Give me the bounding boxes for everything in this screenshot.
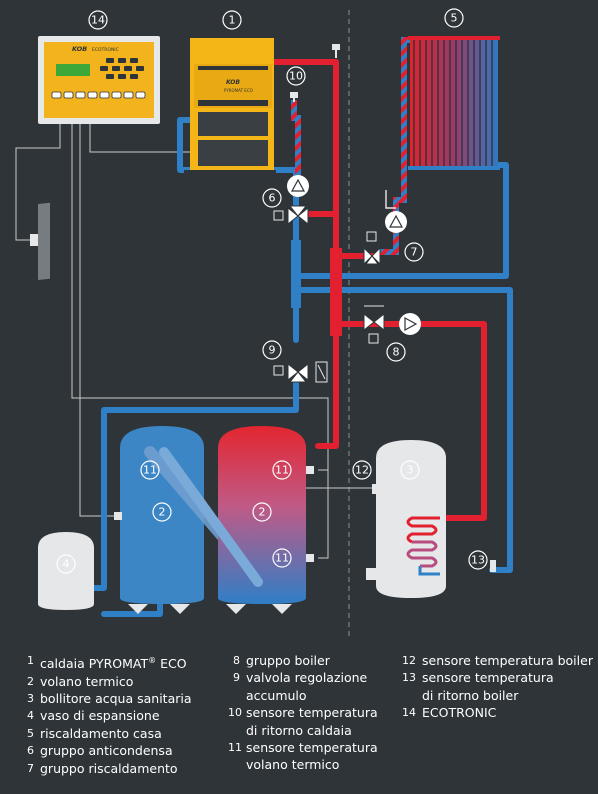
controller-brand: KOB [72,45,87,53]
boiler-pyromat: KOB PYROMAT ECO [184,38,276,176]
label-2a: 2 [152,502,172,522]
valve-6 [273,205,309,226]
svg-text:12: 12 [355,464,369,477]
label-9: 9 [262,340,282,360]
label-12: 12 [352,460,372,480]
tank-link-pipe [159,447,263,587]
label-2b: 2 [252,502,272,522]
label-11c: 11 [272,548,292,568]
expansion-vessel [38,532,94,610]
radiator-sensor [385,190,396,209]
controller-model: ECOTRONIC [92,47,119,53]
svg-text:11: 11 [275,464,289,477]
valve-8 [363,305,385,344]
label-6: 6 [262,188,282,208]
legend-item-1: 1 caldaia PYROMAT® ECO [27,654,187,672]
svg-text:10: 10 [289,70,303,83]
svg-text:8: 8 [393,346,400,359]
label-1: 1 [222,10,242,30]
wall-sensor [30,202,50,281]
label-10: 10 [286,66,306,86]
label-4: 4 [56,554,76,574]
label-8: 8 [386,342,406,362]
heating-system-diagram: KOB ECOTRONIC KOB PYROMAT ECO [15,8,513,636]
label-7: 7 [404,242,424,262]
svg-text:14: 14 [91,14,105,27]
pump-8 [399,313,421,335]
valve-9 [273,361,328,383]
mixed-pipes [291,37,414,255]
svg-text:7: 7 [411,246,418,259]
label-11a: 11 [140,460,160,480]
label-3: 3 [400,460,420,480]
svg-text:5: 5 [451,12,458,25]
svg-text:11: 11 [275,552,289,565]
pump-7 [385,211,407,233]
svg-text:6: 6 [269,192,276,205]
sensor-boiler-flow [332,44,340,58]
controller-ecotronic: KOB ECOTRONIC [38,36,160,124]
hot-manifold [330,248,342,336]
label-11b: 11 [272,460,292,480]
svg-text:13: 13 [471,554,485,567]
svg-text:4: 4 [63,558,70,571]
svg-text:1: 1 [229,14,236,27]
svg-text:2: 2 [259,506,266,519]
label-14: 14 [88,10,108,30]
sensor-10 [290,92,298,102]
pump-6 [287,175,309,197]
boiler-model: PYROMAT ECO [224,88,253,93]
svg-text:11: 11 [143,464,157,477]
label-5: 5 [444,8,464,28]
cold-manifold [291,240,301,308]
valve-7 [363,231,381,266]
dhw-boiler [366,440,496,598]
boiler-brand: KOB [226,79,240,86]
svg-text:2: 2 [159,506,166,519]
radiator [408,36,500,170]
svg-text:3: 3 [407,464,414,477]
label-13: 13 [468,550,488,570]
svg-text:9: 9 [269,344,276,357]
